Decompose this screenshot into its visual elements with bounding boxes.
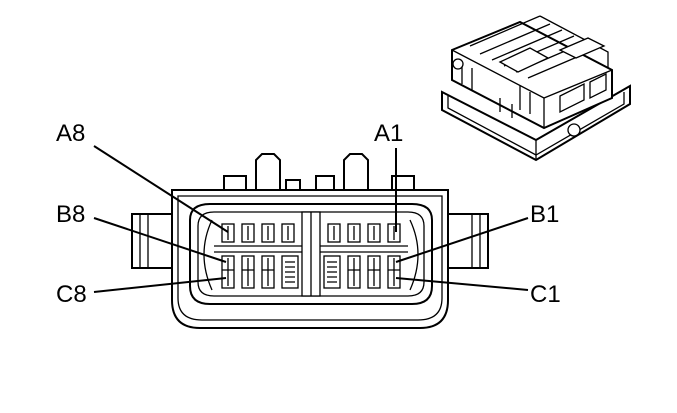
connector-face-view xyxy=(131,153,489,329)
pin-label-b1: B1 xyxy=(530,201,559,228)
pin-label-c8: C8 xyxy=(56,281,87,308)
pin-label-c1: C1 xyxy=(530,281,561,308)
leader-a8 xyxy=(93,145,229,233)
pin-label-b8: B8 xyxy=(56,201,85,228)
leader-b8 xyxy=(93,217,227,263)
pin-label-a1: A1 xyxy=(374,120,403,147)
connector-isometric-view xyxy=(441,15,631,162)
leader-lines xyxy=(93,145,529,293)
cavity-row-a xyxy=(221,223,401,243)
leader-b1 xyxy=(395,217,529,263)
cavity-row-b-c xyxy=(221,255,401,289)
pin-labels: A8 A1 B8 B1 C8 C1 xyxy=(56,120,561,308)
leader-c1 xyxy=(395,277,529,291)
leader-c8 xyxy=(93,277,227,293)
pin-label-a8: A8 xyxy=(56,120,85,147)
